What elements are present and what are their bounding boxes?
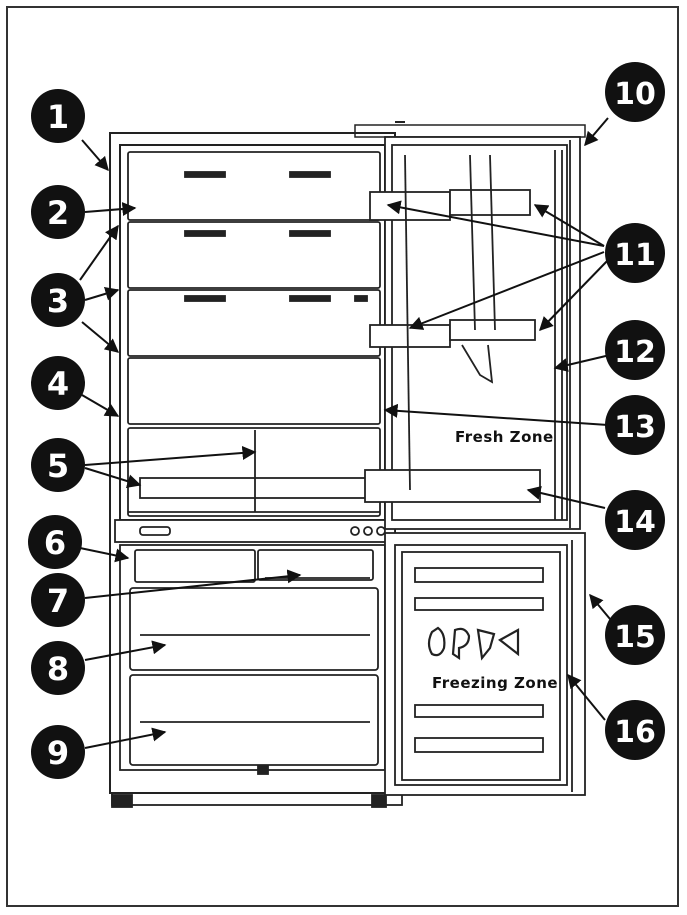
leader-12 — [553, 354, 611, 372]
outer-frame — [6, 6, 679, 907]
fresh-zone-label: Fresh Zone — [455, 428, 554, 446]
fridge-cabinet — [109, 121, 586, 794]
leader-11c — [408, 251, 605, 330]
svg-text:14: 14 — [614, 505, 656, 540]
leader-2 — [84, 202, 137, 216]
svg-text:5: 5 — [47, 447, 69, 485]
callout-11: 11 — [605, 223, 665, 283]
svg-text:13: 13 — [614, 410, 656, 445]
callout-6: 6 — [28, 515, 82, 569]
callout-badges: 1 2 3 4 5 6 7 8 9 10 11 12 13 14 15 16 — [28, 62, 665, 779]
svg-text:4: 4 — [47, 365, 69, 403]
leader-14 — [526, 486, 606, 509]
fresh-shelves — [127, 151, 381, 517]
callout-5: 5 — [31, 438, 85, 492]
callout-4: 4 — [31, 356, 85, 410]
svg-text:3: 3 — [47, 282, 69, 320]
leader-13 — [383, 403, 609, 426]
mullion — [114, 519, 396, 543]
svg-text:2: 2 — [47, 194, 69, 232]
svg-text:1: 1 — [47, 98, 69, 136]
callout-2: 2 — [31, 185, 85, 239]
svg-text:9: 9 — [47, 734, 69, 772]
leader-3c — [81, 321, 120, 353]
leader-16 — [567, 673, 606, 721]
fresh-door — [364, 136, 581, 530]
callout-12: 12 — [605, 320, 665, 380]
callout-9: 9 — [31, 725, 85, 779]
svg-text:16: 16 — [614, 715, 656, 750]
leader-3a — [79, 224, 119, 281]
callout-1: 1 — [31, 89, 85, 143]
callout-3: 3 — [31, 273, 85, 327]
leader-11d — [539, 257, 611, 332]
cabinet-base — [111, 792, 403, 808]
leader-11b — [533, 204, 605, 247]
leader-1 — [81, 139, 109, 172]
svg-text:6: 6 — [44, 524, 66, 562]
callout-10: 10 — [605, 62, 665, 122]
svg-text:10: 10 — [614, 77, 656, 112]
leader-lines — [79, 117, 616, 749]
svg-text:7: 7 — [47, 582, 69, 620]
leader-4 — [81, 394, 120, 417]
callout-13: 13 — [605, 395, 665, 455]
leader-8 — [84, 640, 167, 661]
callout-8: 8 — [31, 641, 85, 695]
callout-16: 16 — [605, 700, 665, 760]
leader-5a — [84, 445, 257, 466]
leader-7 — [84, 569, 302, 599]
freezer-interior — [119, 544, 386, 775]
callout-7: 7 — [31, 573, 85, 627]
leader-9 — [84, 727, 167, 749]
callout-14: 14 — [605, 490, 665, 550]
freezer-door — [384, 532, 586, 796]
callout-15: 15 — [605, 605, 665, 665]
leader-3b — [84, 286, 120, 301]
leader-10 — [584, 117, 609, 147]
leader-6 — [79, 547, 130, 563]
svg-text:12: 12 — [614, 335, 656, 370]
svg-text:8: 8 — [47, 650, 69, 688]
freezing-zone-label: Freezing Zone — [432, 674, 558, 692]
leader-5b — [84, 467, 142, 488]
svg-text:11: 11 — [614, 238, 656, 273]
leader-11a — [386, 200, 605, 247]
svg-text:15: 15 — [614, 620, 656, 655]
freezing-food-icons — [427, 626, 520, 661]
